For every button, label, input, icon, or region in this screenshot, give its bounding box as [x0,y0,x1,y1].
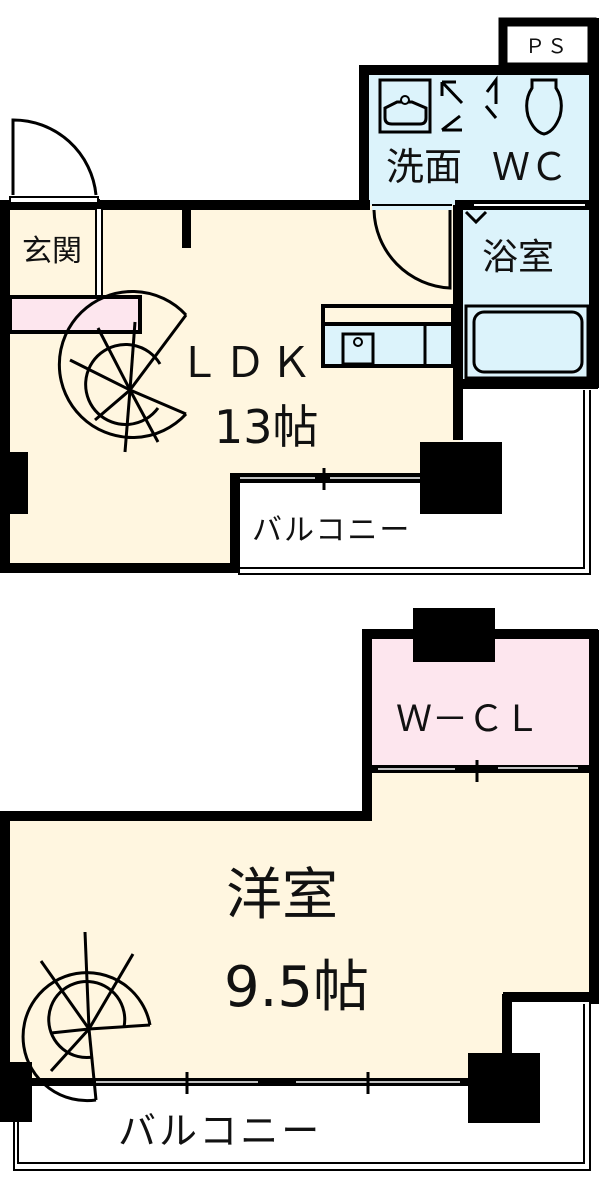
floor1 [0,17,599,575]
bathtub [464,304,590,380]
balcony2-label: バルコニー [118,1109,323,1153]
western-size-label: 9.5帖 [224,955,370,1020]
ldk-size-label: 13帖 [214,400,319,454]
washer-icon [440,80,498,132]
balcony2-railing [13,1004,591,1171]
wcl-label: Ｗ－ＣＬ [396,699,541,740]
kitchen-counter [321,304,455,368]
entrance-door-swing [11,118,98,196]
bath-label: 浴室 [482,237,555,278]
wc-label: ＷＣ [492,145,569,189]
balcony1-railing [238,390,591,575]
shoe-storage [8,295,142,334]
washroom-label: 洗面 [386,145,463,189]
balcony1-label: バルコニー [252,513,412,548]
western-room-label: 洋室 [226,863,338,928]
ldk-label: ＬＤＫ [178,338,317,387]
entrance-label: 玄関 [22,234,82,269]
toilet-icon [525,78,563,136]
spiral-stair-floor2 [21,931,152,1103]
floor2 [0,608,599,1171]
washbasin [378,78,432,134]
washroom-door-swing [372,209,452,290]
spiral-stair-floor1 [57,290,188,453]
western-room-floor [8,770,592,1082]
ps-label: ＰＳ [525,34,569,58]
